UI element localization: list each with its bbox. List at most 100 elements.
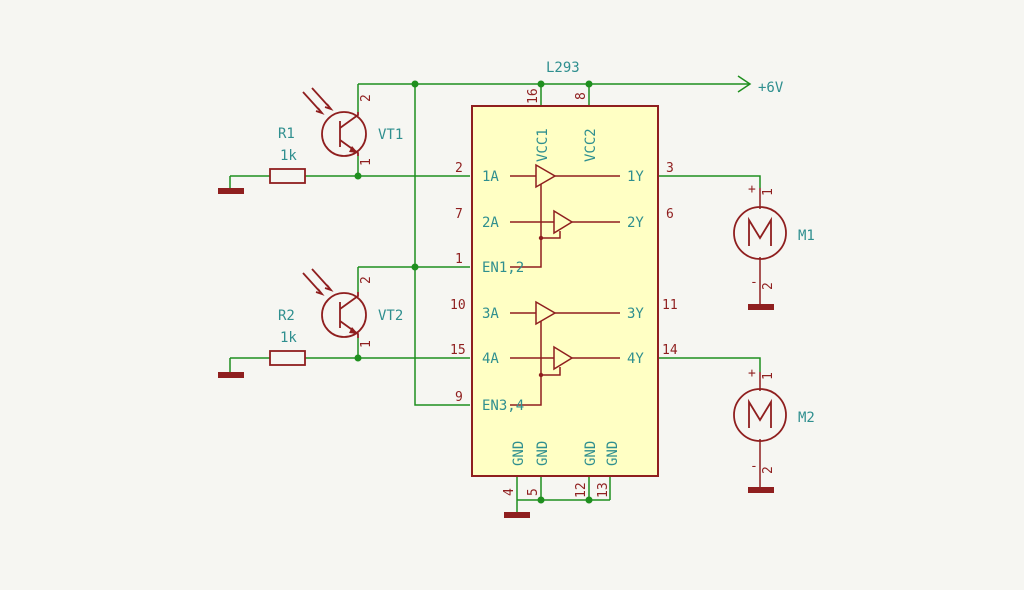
transistor-ref: VT1 [378, 127, 403, 143]
pin-name-1a: 1A [482, 169, 499, 185]
junction-dot [354, 354, 362, 362]
transistor-body [321, 292, 367, 338]
pin-number: 3 [666, 161, 674, 176]
enable-line-12 [510, 184, 561, 268]
light-arrow-icon [302, 87, 334, 115]
buffer-triangle [535, 300, 557, 326]
pin-number: 10 [450, 298, 466, 313]
pin-name-en34: EN3,4 [482, 398, 524, 414]
motor-body [733, 388, 787, 442]
transistor-collector [339, 112, 359, 129]
power-label: +6V [758, 80, 784, 96]
pin-name-2y: 2Y [627, 215, 644, 231]
pin-name-1y: 1Y [627, 169, 644, 185]
wire-out1 [658, 175, 761, 188]
pin-number: 1 [359, 340, 374, 348]
junction-dot [585, 80, 593, 88]
wire-vcc-arrow [737, 75, 752, 93]
buffer-3 [510, 300, 620, 326]
emitter-arrow-icon [349, 146, 358, 153]
motor-ref: M2 [798, 410, 815, 426]
pin-number: 2 [359, 276, 374, 284]
junction-dot [354, 172, 362, 180]
junction-dot [537, 80, 545, 88]
buffer-triangle [553, 209, 574, 235]
pin-number: 2 [761, 282, 776, 290]
resistor-body [269, 168, 306, 184]
pin-name-en12: EN1,2 [482, 260, 524, 276]
resistor-ref: R2 [278, 308, 295, 324]
junctions [354, 80, 593, 504]
junction-dot [585, 496, 593, 504]
pin-number: 9 [455, 390, 463, 405]
ground-symbols [218, 188, 774, 518]
pin-number: 14 [662, 343, 678, 358]
pin-name-3y: 3Y [627, 306, 644, 322]
motor-m1: M1 + - 1 2 [733, 182, 815, 304]
enable-line-34 [510, 321, 561, 406]
pin-name-4a: 4A [482, 351, 499, 367]
transistor-collector [339, 292, 359, 310]
pin-name-3a: 3A [482, 306, 499, 322]
pin-name-2a: 2A [482, 215, 499, 231]
transistor-ref: VT2 [378, 308, 403, 324]
buffer-triangle [535, 163, 557, 189]
buffer-triangle [553, 345, 574, 371]
pin-number: 8 [574, 92, 589, 100]
junction-dot [411, 263, 419, 271]
resistor-value: 1k [280, 330, 297, 346]
light-arrow-icon [302, 268, 334, 296]
enable-junction [538, 235, 544, 241]
resistor-body [269, 350, 306, 366]
resistor-ref: R1 [278, 126, 295, 142]
phototransistor-vt2: VT2 2 1 [302, 268, 403, 348]
junction-dot [411, 80, 419, 88]
enable-junction [538, 372, 544, 378]
pin-number: 13 [596, 482, 611, 498]
transistor-body [321, 111, 367, 157]
motor-minus: - [750, 459, 758, 474]
pin-number: 12 [574, 482, 589, 498]
pin-number: 6 [666, 207, 674, 222]
pin-number: 1 [359, 158, 374, 166]
pin-number: 7 [455, 207, 463, 222]
motor-minus: - [750, 275, 758, 290]
pin-name-gnd: GND [535, 441, 551, 466]
pin-name-4y: 4Y [627, 351, 644, 367]
motor-plus: + [748, 182, 756, 197]
pin-number: 1 [761, 188, 776, 196]
pin-number: 4 [502, 488, 517, 496]
motor-body [733, 206, 787, 260]
phototransistor-vt1: VT1 2 1 [302, 87, 403, 166]
ic-body [471, 105, 659, 477]
ic-ref-label: L293 [546, 60, 580, 76]
motor-plus: + [748, 366, 756, 381]
pin-name-gnd: GND [605, 441, 621, 466]
junction-dot [537, 496, 545, 504]
pin-name-gnd: GND [583, 441, 599, 466]
emitter-arrow-icon [349, 327, 358, 334]
resistor-r1: R1 1k [269, 126, 306, 184]
motor-letter-icon [748, 398, 772, 428]
transistor-emitter [339, 320, 359, 338]
pin-name-vcc1: VCC1 [535, 128, 551, 162]
buffer-4 [510, 345, 620, 371]
buffer-2 [510, 209, 620, 235]
buffer-1 [510, 163, 620, 189]
resistor-r2: R2 1k [269, 308, 306, 366]
pin-number: 2 [455, 161, 463, 176]
wire-out4 [658, 357, 761, 372]
pin-number: 1 [455, 252, 463, 267]
pin-name-vcc2: VCC2 [583, 128, 599, 162]
pin-number: 16 [526, 88, 541, 104]
pin-number: 11 [662, 298, 678, 313]
motor-m2: M2 + - 1 2 [733, 366, 815, 487]
wire-enable-bus [414, 84, 470, 406]
resistor-value: 1k [280, 148, 297, 164]
pin-number: 15 [450, 343, 466, 358]
pin-number: 1 [761, 372, 776, 380]
pin-number: 2 [761, 466, 776, 474]
pin-number: 5 [526, 488, 541, 496]
pin-number: 2 [359, 94, 374, 102]
